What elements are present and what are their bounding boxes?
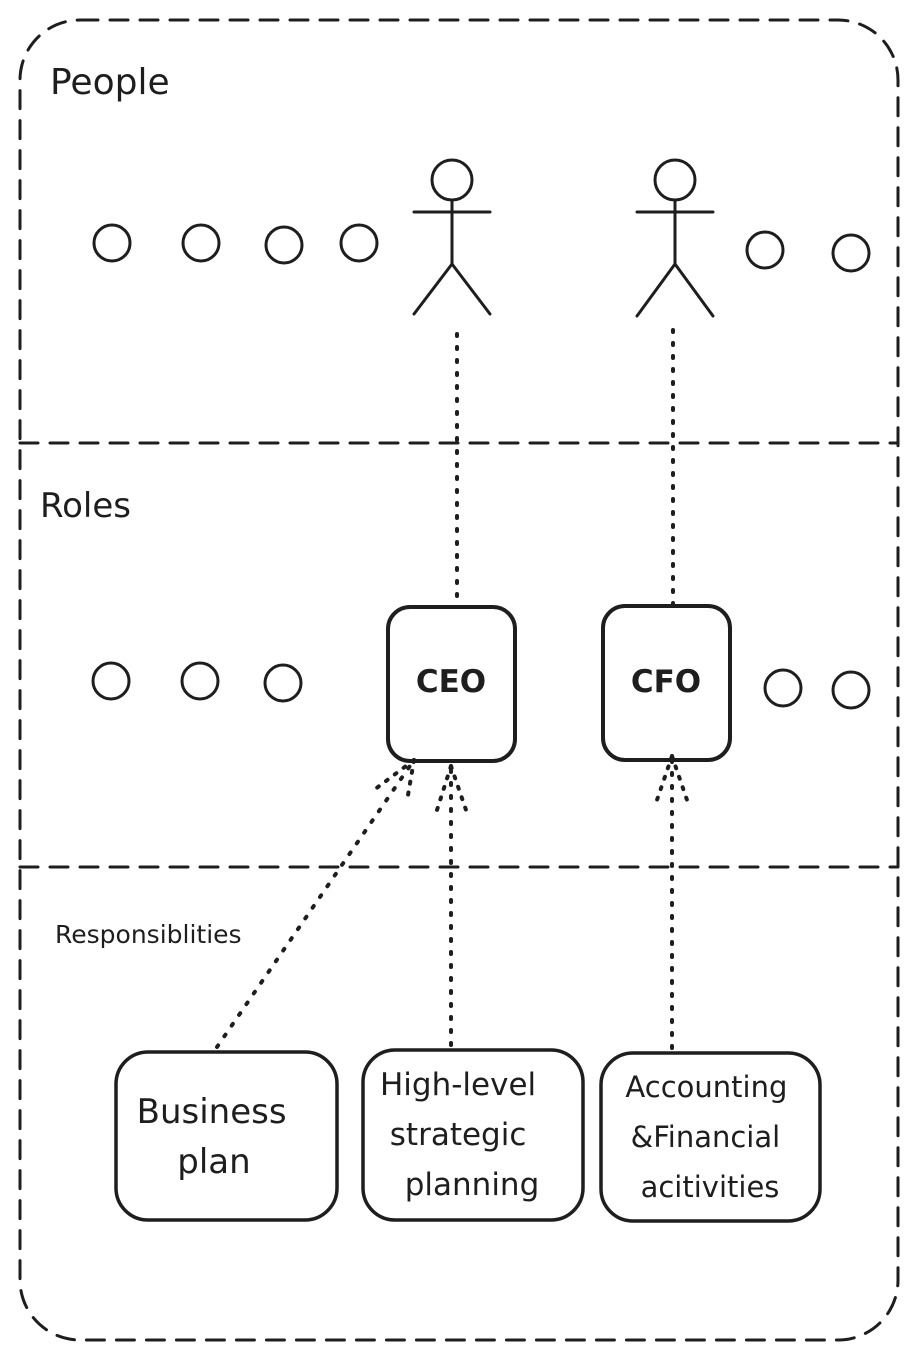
ellipsis-circle-icon [181,223,221,263]
responsibility-label: High-level strategic planning [380,1067,546,1203]
ellipsis-circle-icon [831,233,871,273]
ellipsis-circle-icon [339,223,379,263]
ellipsis-circle-icon [831,670,871,710]
responsibility-line: Business [137,1092,287,1132]
person-ceo-icon [412,158,492,316]
responsibility-line: Accounting [625,1070,787,1104]
responsibility-line: High-level [380,1067,536,1103]
arrow-business-plan-to-ceo [215,758,416,1049]
section-label-roles: Roles [40,486,131,526]
ellipsis-circle-icon [263,663,303,703]
responsibility-line: acitivities [641,1170,780,1204]
arrow-strategic-to-ceo [435,764,468,1047]
outer-frame [18,18,900,1342]
role-box-ceo: CEO [386,605,517,763]
responsibility-label: Business plan [137,1092,298,1182]
ellipsis-circle-icon [264,225,304,265]
responsibility-box-accounting: Accounting &Financial acitivities [599,1051,822,1223]
roles-placeholders-left [91,661,303,703]
section-label-responsibilities: Responsiblities [55,920,242,949]
section-label-people: People [50,62,170,103]
roles-placeholders-right [763,668,871,710]
people-placeholders-right [745,230,871,273]
ellipsis-circle-icon [745,230,785,270]
responsibility-line: &Financial [631,1120,781,1154]
responsibility-line: planning [405,1167,540,1203]
responsibility-box-business-plan: Business plan [114,1050,339,1222]
arrow-accounting-to-cfo [655,754,689,1050]
responsibility-label: Accounting &Financial acitivities [625,1070,796,1204]
people-placeholders-left [92,223,379,265]
role-box-cfo: CFO [601,604,732,762]
responsibility-line: plan [177,1142,250,1182]
ellipsis-circle-icon [763,668,803,708]
role-label-ceo: CEO [416,664,486,700]
responsibility-line: strategic [390,1117,527,1153]
ellipsis-circle-icon [91,661,131,701]
ellipsis-circle-icon [92,223,132,263]
role-label-cfo: CFO [631,664,701,700]
ellipsis-circle-icon [180,661,220,701]
responsibility-box-strategic-planning: High-level strategic planning [361,1048,585,1222]
person-cfo-icon [635,158,715,318]
